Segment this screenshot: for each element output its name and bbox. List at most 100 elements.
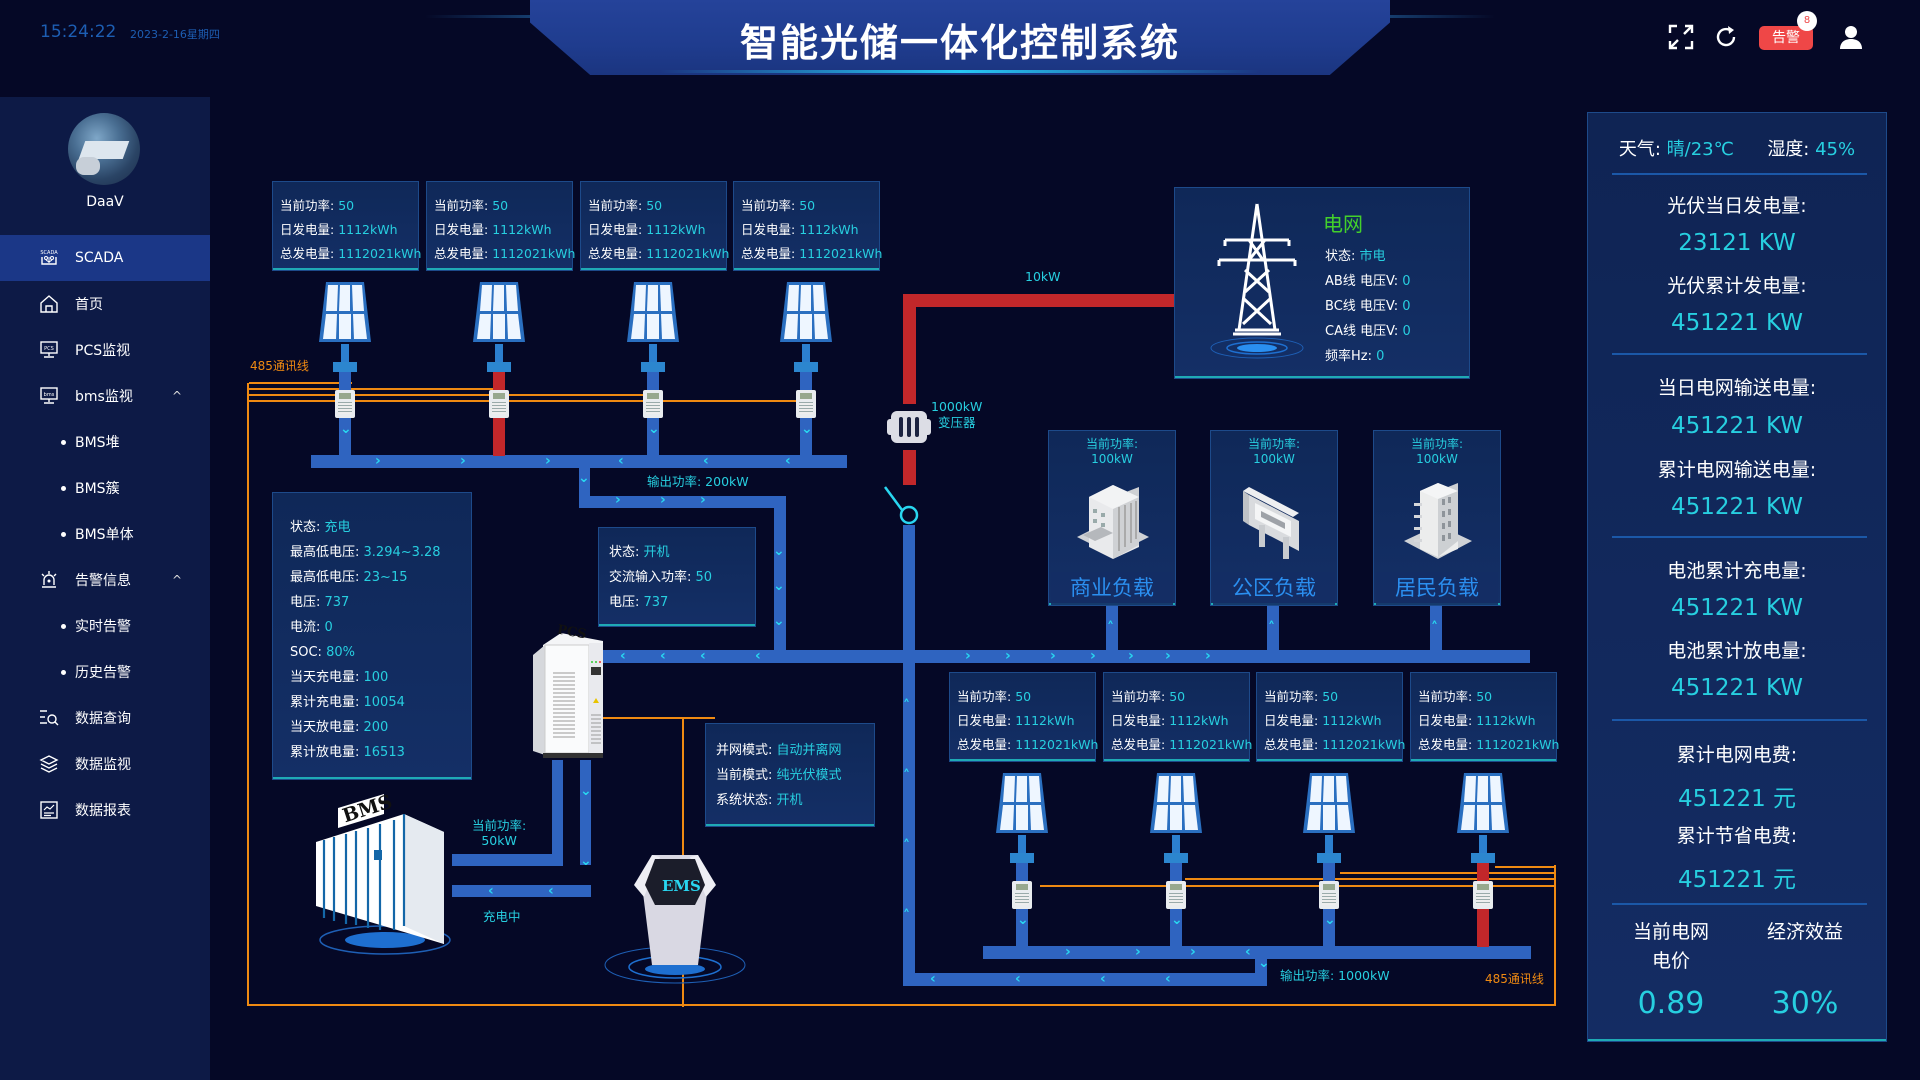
ems-label: EMS (662, 877, 701, 895)
top-output-power: 输出功率: 200kW (647, 474, 749, 489)
sidebar-item-bms-cluster[interactable]: BMS簇 (0, 465, 210, 511)
sidebar-item-bms-cell[interactable]: BMS单体 (0, 511, 210, 557)
load-power: 当前功率:100kW (1211, 437, 1337, 467)
bms-power: 当前功率:50kW (472, 818, 526, 848)
refresh-button[interactable] (1711, 22, 1741, 52)
info-label: 当前模式: (716, 768, 777, 783)
sidebar-item-bms-stack[interactable]: BMS堆 (0, 419, 210, 465)
panel-stem (1325, 835, 1333, 853)
user-button[interactable] (1836, 22, 1866, 52)
breaker-switch-icon[interactable] (880, 482, 920, 527)
fullscreen-button[interactable] (1666, 22, 1696, 52)
sidebar-item-scada[interactable]: SCADA SCADA (0, 235, 210, 281)
sidebar-item-label: 数据监视 (75, 757, 131, 773)
solar-panel-icon (1302, 771, 1356, 835)
flow-arrow: › (1190, 944, 1196, 960)
pv-info-label: 日发电量: (1418, 713, 1477, 728)
office-building-icon (1073, 475, 1153, 565)
sidebar-item-data-report[interactable]: 数据报表 (0, 787, 210, 833)
flow-arrow-down: ⌄ (801, 421, 813, 437)
info-row: 电流: 0 (290, 615, 454, 640)
solar-panel-icon (318, 280, 372, 344)
bms-power-value: 50kW (481, 833, 517, 848)
info-row: 最高低电压: 23~15 (290, 565, 454, 590)
sidebar-item-pcs-monitor[interactable]: PCS PCS监视 (0, 327, 210, 373)
layers-icon (38, 753, 60, 775)
stat-value: 451221 元 (1677, 786, 1797, 812)
flow-arrow: ˄ (1268, 620, 1275, 636)
sidebar-item-realtime-alarm[interactable]: 实时告警 (0, 603, 210, 649)
sidebar-item-data-query[interactable]: 数据查询 (0, 695, 210, 741)
pv-info-value: 50 (1322, 689, 1339, 704)
pv-info-value: 1112kWh (646, 222, 706, 237)
grid-price-label-line: 电价 (1651, 950, 1690, 972)
pv-info-value: 1112021kWh (338, 246, 422, 261)
sidebar-item-home[interactable]: 首页 (0, 281, 210, 327)
grid-line (903, 294, 1175, 307)
grid-ca-row: CA线 电压V: 0 (1325, 319, 1411, 344)
pv-info-value: 50 (1015, 689, 1032, 704)
bms-status: 充电中 (483, 909, 521, 924)
pv-info-label: 总发电量: (1264, 737, 1323, 752)
comm-line (249, 388, 501, 390)
flow-arrow: ⌄ (1258, 955, 1270, 971)
panel-connector (641, 362, 665, 372)
pipe (1106, 605, 1118, 652)
flow-arrow: ‹ (785, 453, 791, 469)
pv-info-row: 当前功率: 50 (957, 685, 1088, 709)
sidebar-item-alarm-info[interactable]: 告警信息 ^ (0, 557, 210, 603)
ems-info-card[interactable]: 并网模式: 自动并离网当前模式: 纯光伏模式系统状态: 开机 (705, 723, 875, 827)
humidity-label: 湿度: (1767, 139, 1816, 160)
sidebar-item-label: SCADA (75, 250, 124, 266)
sidebar: DaaV SCADA SCADA 首页 PCS PCS监视 bms bms监视 … (0, 97, 210, 1080)
sidebar-item-label: 数据报表 (75, 803, 131, 819)
info-value: 200 (363, 720, 389, 735)
pv-info-label: 日发电量: (280, 222, 339, 237)
divider (1612, 719, 1867, 721)
pcs-device[interactable]: PCS (533, 623, 605, 760)
sidebar-item-data-monitor[interactable]: 数据监视 (0, 741, 210, 787)
ems-device[interactable]: EMS (600, 845, 750, 985)
flow-arrow: › (1165, 648, 1171, 664)
flow-arrow: › (1065, 944, 1071, 960)
info-label: 状态: (290, 520, 325, 535)
avatar[interactable] (68, 113, 140, 185)
sidebar-item-bms-monitor[interactable]: bms bms监视 ^ (0, 373, 210, 419)
grid-bc-value: 0 (1402, 299, 1411, 314)
panel-stem (495, 344, 503, 362)
energy-meter-icon (1473, 881, 1493, 909)
stats-panel: 天气: 晴/23℃ 湿度: 45% 光伏当日发电量: 23121 KW 光伏累计… (1587, 112, 1887, 1042)
alarm-light-icon (38, 569, 60, 591)
sidebar-item-label: 数据查询 (75, 711, 131, 727)
bms-device[interactable]: BMS (310, 790, 460, 960)
residential-building-icon (1398, 475, 1478, 565)
info-row: 当天充电量: 100 (290, 665, 454, 690)
solar-panel-icon (626, 280, 680, 344)
alarm-count-badge: 8 (1797, 11, 1817, 31)
ems-device-icon (604, 855, 746, 984)
grid-card[interactable]: 电网 状态: 市电 AB线 电压V: 0 BC线 电压V: 0 CA线 电压V:… (1174, 187, 1470, 379)
main-bus (590, 650, 1530, 663)
comm-line-label: 485通讯线 (250, 359, 309, 373)
chevron-up-icon[interactable]: ^ (172, 573, 183, 587)
info-value: 3.294~3.28 (363, 545, 441, 560)
grid-label: AB线 电压V: (1325, 274, 1403, 289)
sidebar-item-history-alarm[interactable]: 历史告警 (0, 649, 210, 695)
flow-arrow: › (1205, 648, 1211, 664)
info-row: 累计充电量: 10054 (290, 690, 454, 715)
chevron-up-icon[interactable]: ^ (172, 389, 183, 403)
info-value: 纯光伏模式 (776, 768, 842, 783)
